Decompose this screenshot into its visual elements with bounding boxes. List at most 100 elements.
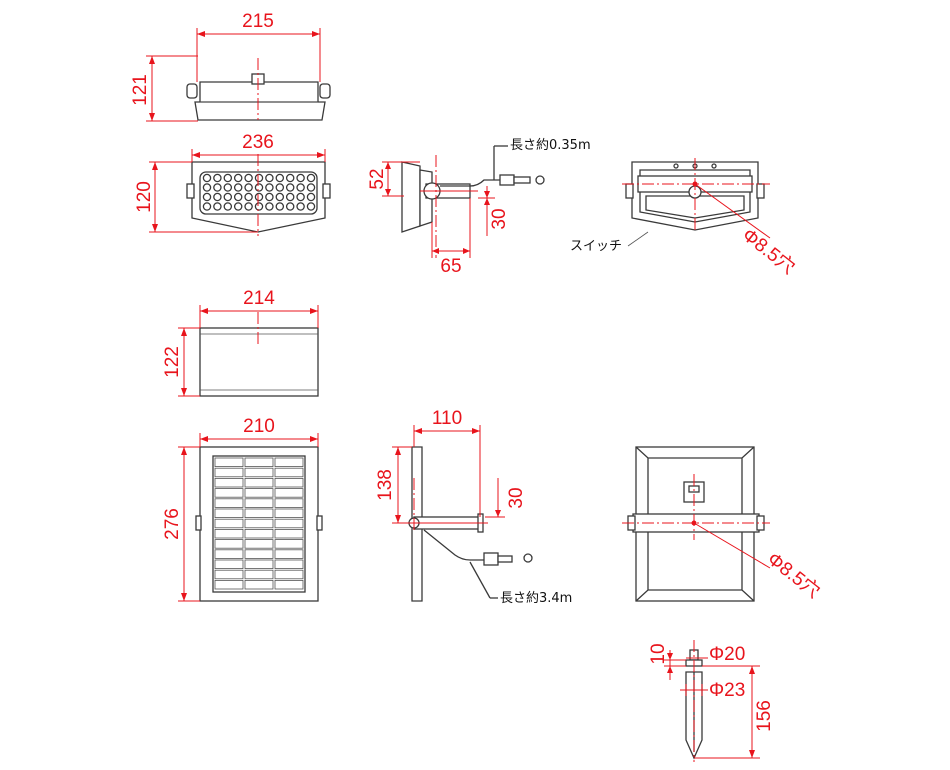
panel-front-view: 210 276 [162, 416, 323, 602]
led-dot [213, 173, 222, 183]
led-dot [296, 173, 305, 183]
led-dot [202, 192, 212, 202]
light-top-view: 215 121 [130, 11, 331, 122]
led-dot [296, 202, 305, 211]
led-dot [306, 202, 316, 211]
led-dot [275, 202, 285, 211]
solar-cell [274, 569, 304, 580]
led-dot [285, 183, 295, 192]
panel-side-height-label: 138 [375, 469, 396, 501]
led-dot [213, 183, 222, 192]
solar-cell [214, 518, 244, 529]
light-cable-note: 長さ約0.35m [510, 138, 591, 153]
solar-cell [214, 457, 244, 468]
light-top-width-label: 215 [242, 11, 274, 32]
solar-cell [274, 508, 304, 519]
led-dot [296, 183, 305, 192]
solar-cell [244, 457, 274, 468]
led-dot [233, 202, 243, 211]
led-dot [233, 192, 243, 202]
solar-cell [244, 569, 274, 580]
panel-side-offset-label: 30 [506, 487, 527, 508]
solar-cell [244, 518, 274, 529]
stake-top-diameter-label: Φ20 [709, 644, 745, 665]
solar-cell [244, 467, 274, 478]
solar-cell [244, 580, 274, 590]
panel-front-width-label: 210 [243, 416, 275, 437]
led-dot [244, 173, 253, 183]
solar-cell [274, 529, 304, 539]
solar-cell [214, 549, 244, 559]
light-side-arm-label: 65 [440, 256, 461, 277]
led-dot [213, 202, 222, 211]
solar-cell [214, 580, 244, 590]
solar-cell [274, 518, 304, 529]
led-dot [223, 192, 233, 202]
switch-note: スイッチ [570, 239, 622, 254]
led-dot [306, 173, 316, 183]
led-dot [265, 202, 274, 211]
light-front-width-label: 236 [242, 132, 274, 153]
light-front-height-label: 120 [134, 181, 155, 213]
light-rear-view: Φ8.5穴 スイッチ [570, 158, 799, 279]
panel-top-width-label: 214 [243, 288, 275, 309]
light-side-view: 52 65 30 長さ約0.35m [367, 138, 591, 277]
led-dot [275, 173, 285, 183]
led-dot [265, 173, 274, 183]
led-dot [306, 183, 316, 192]
panel-side-view: 110 138 30 長さ約3.4m [375, 408, 572, 606]
solar-cell [244, 539, 274, 549]
led-dot [223, 173, 233, 183]
led-dot [213, 192, 222, 202]
led-dot [265, 183, 274, 192]
panel-top-view: 214 122 [162, 288, 319, 397]
led-dot [254, 202, 264, 211]
solar-cell [274, 539, 304, 549]
led-dot [285, 192, 295, 202]
light-rear-hole-label: Φ8.5穴 [738, 224, 799, 279]
led-dot [254, 192, 264, 202]
led-dot [202, 202, 212, 211]
led-dot [202, 183, 212, 192]
solar-cell [274, 467, 304, 478]
panel-rear-hole-label: Φ8.5穴 [763, 548, 824, 603]
solar-cell [274, 477, 304, 488]
solar-cell [214, 569, 244, 580]
led-dot [233, 173, 243, 183]
solar-cell [274, 498, 304, 508]
led-dot [285, 173, 295, 183]
solar-cell [214, 498, 244, 508]
solar-cell [244, 529, 274, 539]
solar-cell [214, 508, 244, 519]
panel-top-height-label: 122 [162, 346, 183, 378]
led-dot [223, 183, 233, 192]
led-dot [275, 192, 285, 202]
solar-cell [214, 539, 244, 549]
solar-cell [244, 549, 274, 559]
led-dot [265, 192, 274, 202]
solar-cell [244, 498, 274, 508]
led-dot [244, 202, 253, 211]
solar-cell [214, 477, 244, 488]
solar-cell [214, 559, 244, 570]
panel-cable-note: 長さ約3.4m [500, 591, 572, 606]
led-dot [244, 183, 253, 192]
light-side-offset-label: 30 [489, 208, 510, 229]
led-dot [244, 192, 253, 202]
solar-cell [214, 529, 244, 539]
light-side-depth-label: 52 [367, 168, 388, 189]
ground-stake-view: 10 Φ20 Φ23 156 [648, 640, 775, 762]
panel-side-arm-label: 110 [432, 408, 462, 429]
solar-cell [244, 477, 274, 488]
solar-cell [274, 488, 304, 498]
solar-cell-grid [214, 457, 304, 590]
led-dot [285, 202, 295, 211]
led-dot [254, 173, 264, 183]
panel-rear-view: Φ8.5穴 [622, 446, 824, 603]
solar-cell [244, 559, 274, 570]
led-dot [223, 202, 233, 211]
light-top-height-label: 121 [130, 74, 151, 106]
led-dot [254, 183, 264, 192]
solar-cell [274, 457, 304, 468]
